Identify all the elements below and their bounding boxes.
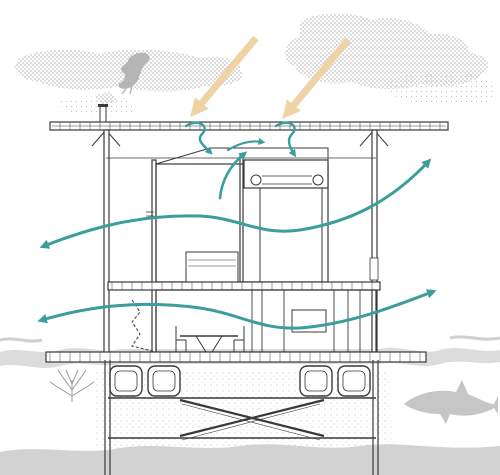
airflow-lower [37, 289, 437, 330]
fish-icon [404, 380, 498, 424]
pile-left [104, 360, 111, 475]
sun-rays [190, 35, 351, 119]
mid-floor-slab [107, 281, 381, 291]
pontoon-3 [299, 365, 333, 397]
airflow-upper [39, 158, 432, 249]
dining-set [175, 326, 245, 353]
cloud-right-lower [389, 72, 496, 107]
upper-partition [259, 188, 323, 282]
cloud-right-top [284, 13, 489, 90]
pile-right [372, 360, 379, 475]
chimney [95, 92, 117, 123]
clerestory [155, 147, 329, 165]
bird-icon [118, 52, 150, 95]
airflow-swirl-right [274, 121, 297, 158]
airflow-updraft [218, 151, 248, 200]
chimney-smoke-icon [95, 92, 117, 105]
column-mid-left [151, 159, 157, 357]
sky-clouds [14, 13, 496, 117]
deck [45, 351, 427, 363]
roof [49, 121, 449, 147]
pontoon-4 [337, 365, 371, 397]
airflow-swirl-left [184, 121, 213, 155]
cross-brace [179, 398, 325, 438]
cloud-left-lower [59, 96, 136, 117]
pontoons [109, 365, 371, 397]
airflow-vent [226, 137, 266, 152]
seabed-floor [0, 444, 500, 475]
pontoon-2 [147, 365, 181, 397]
airflow-arrows [37, 121, 437, 330]
sun-ray-left [190, 35, 259, 117]
coral-icon [49, 369, 95, 402]
sun-ray-right [282, 37, 351, 119]
column-left [103, 129, 110, 357]
deck-slab [45, 351, 427, 363]
mooring-structure [104, 360, 379, 475]
column-mid [239, 155, 244, 283]
upper-bed [185, 251, 239, 283]
